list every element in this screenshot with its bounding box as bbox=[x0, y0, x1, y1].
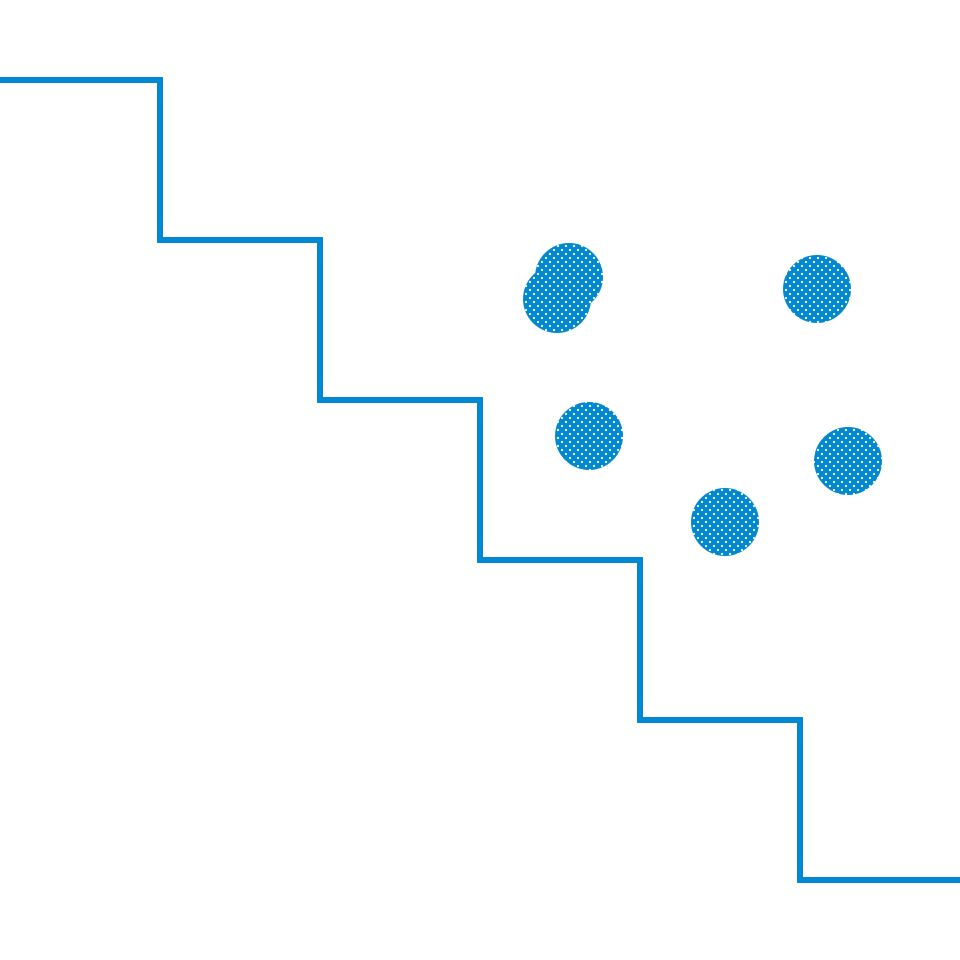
dot bbox=[814, 427, 882, 495]
dot-cluster bbox=[523, 243, 882, 556]
dot bbox=[523, 265, 591, 333]
staircase-line bbox=[0, 77, 960, 883]
dot bbox=[555, 402, 623, 470]
dot bbox=[691, 488, 759, 556]
dot bbox=[783, 255, 851, 323]
